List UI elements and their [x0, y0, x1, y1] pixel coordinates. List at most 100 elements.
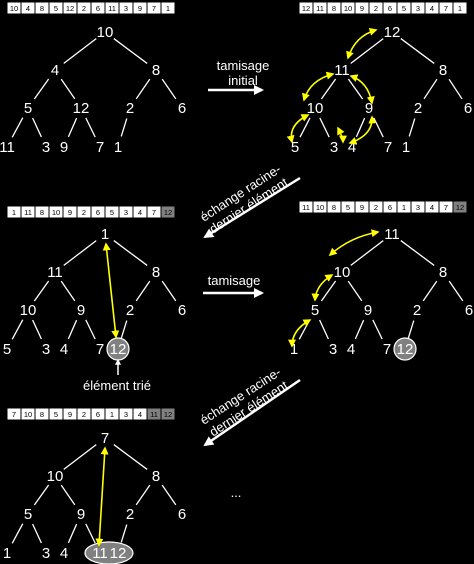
tree-edge — [120, 118, 128, 137]
tree-node: 4 — [51, 62, 59, 79]
tree-node: 12 — [110, 341, 127, 358]
array-cell-value: 5 — [346, 203, 350, 212]
array-cell-box — [160, 407, 176, 421]
tree-edge — [63, 38, 97, 64]
swap-arrow — [337, 126, 347, 144]
swap-arrow — [349, 74, 375, 105]
tree-edge — [373, 117, 384, 138]
tree-node: 12 — [110, 545, 127, 562]
tree-node: 7 — [384, 139, 392, 156]
tree-edge — [32, 117, 42, 138]
tree-node: 1 — [290, 341, 298, 358]
array-cell: 9 — [62, 407, 78, 421]
tree-node: 6 — [178, 302, 186, 319]
tree-node: 11 — [334, 62, 350, 79]
array-cell-value: 6 — [96, 4, 100, 13]
tree-edge — [63, 240, 97, 266]
label-tamisage: tamisage — [208, 273, 261, 288]
sorted-nodes-marker — [84, 541, 134, 564]
tree-edge — [400, 38, 435, 64]
array-cell-value: 10 — [316, 203, 324, 212]
array-cell-value: 9 — [68, 208, 72, 217]
tree-node: 3 — [330, 139, 338, 156]
tree-node: 9 — [365, 100, 373, 117]
array-cell-value: 6 — [388, 4, 392, 13]
tree-edge — [33, 280, 50, 302]
array-cell: 3 — [118, 205, 134, 219]
array-cell: 1 — [104, 407, 120, 421]
array-cell: 3 — [118, 407, 134, 421]
array-cell-value: 8 — [332, 4, 336, 13]
array-cell-value: 11 — [150, 410, 158, 419]
swap-arrow — [102, 242, 120, 339]
array-cell: 12 — [298, 1, 314, 15]
tree-node: 6 — [178, 100, 186, 117]
array-cell-value: 3 — [124, 4, 128, 13]
tree-node: 11 — [92, 545, 108, 562]
array-cell: 5 — [340, 200, 356, 214]
array-cell-value: 6 — [96, 410, 100, 419]
tree-edge — [161, 484, 177, 506]
array-cell: 12 — [62, 1, 78, 15]
array-cell-value: 12 — [164, 208, 172, 217]
tree-edge — [85, 523, 96, 544]
array-cell-value: 3 — [416, 203, 420, 212]
array-cell: 12 — [160, 205, 176, 219]
array-cell: 3 — [118, 1, 134, 15]
tree-edge — [11, 523, 24, 544]
tree-node: 7 — [96, 341, 104, 358]
array-cell-value: 12 — [302, 4, 310, 13]
tree-edge — [113, 38, 148, 64]
array-cell-value: 11 — [24, 208, 32, 217]
array-cell: 6 — [90, 407, 106, 421]
tree-edge — [11, 319, 24, 340]
array-cell-value: 3 — [416, 4, 420, 13]
tree-node: 11 — [47, 264, 63, 281]
array-cell-value: 10 — [10, 4, 18, 13]
tree-edge — [33, 484, 50, 506]
array-cell-value: 11 — [316, 4, 324, 13]
tree-edge — [407, 320, 415, 339]
tree-edge — [33, 78, 50, 100]
tree-node: 2 — [126, 100, 134, 117]
array-cell-value: 2 — [82, 4, 86, 13]
array-cell-value: 2 — [82, 410, 86, 419]
tree-node: 2 — [126, 302, 134, 319]
array-cell-value: 2 — [82, 208, 86, 217]
array-cell-value: 9 — [138, 4, 142, 13]
array-cell: 2 — [76, 407, 92, 421]
array-cell: 10 — [48, 205, 64, 219]
array-cell-value: 10 — [24, 410, 32, 419]
label-echange-2: échange racine- dernier élément — [197, 364, 291, 439]
tree-node: 2 — [413, 302, 421, 319]
tree-node: 12 — [384, 24, 401, 41]
tree-node: 3 — [329, 341, 337, 358]
tree-node: 11 — [0, 139, 15, 156]
array-cell-value: 1 — [458, 4, 462, 13]
array-cell: 5 — [104, 205, 120, 219]
tree-node: 7 — [96, 139, 104, 156]
tree-edge — [347, 280, 363, 302]
tree-node: 1 — [101, 226, 109, 243]
array-cell-value: 4 — [430, 203, 434, 212]
array-cell-value: 6 — [388, 203, 392, 212]
tree-node: 12 — [73, 100, 90, 117]
array-cell: 6 — [382, 1, 398, 15]
array-cell-value: 7 — [444, 4, 448, 13]
array-cell-value: 4 — [26, 4, 30, 13]
swap-arrow — [288, 319, 312, 348]
tree-node: 9 — [364, 302, 372, 319]
tree-edge — [350, 240, 384, 266]
array-cell-value: 8 — [40, 410, 44, 419]
label-echange-1: échange racine- dernier élément — [197, 161, 291, 236]
swap-arrow — [286, 114, 310, 144]
tree-node: 4 — [347, 341, 355, 358]
array-cell: 2 — [76, 1, 92, 15]
array-cell: 8 — [34, 205, 50, 219]
tree-node: 10 — [20, 302, 37, 319]
tree-edge — [60, 78, 76, 100]
array-cell-value: 7 — [12, 410, 16, 419]
